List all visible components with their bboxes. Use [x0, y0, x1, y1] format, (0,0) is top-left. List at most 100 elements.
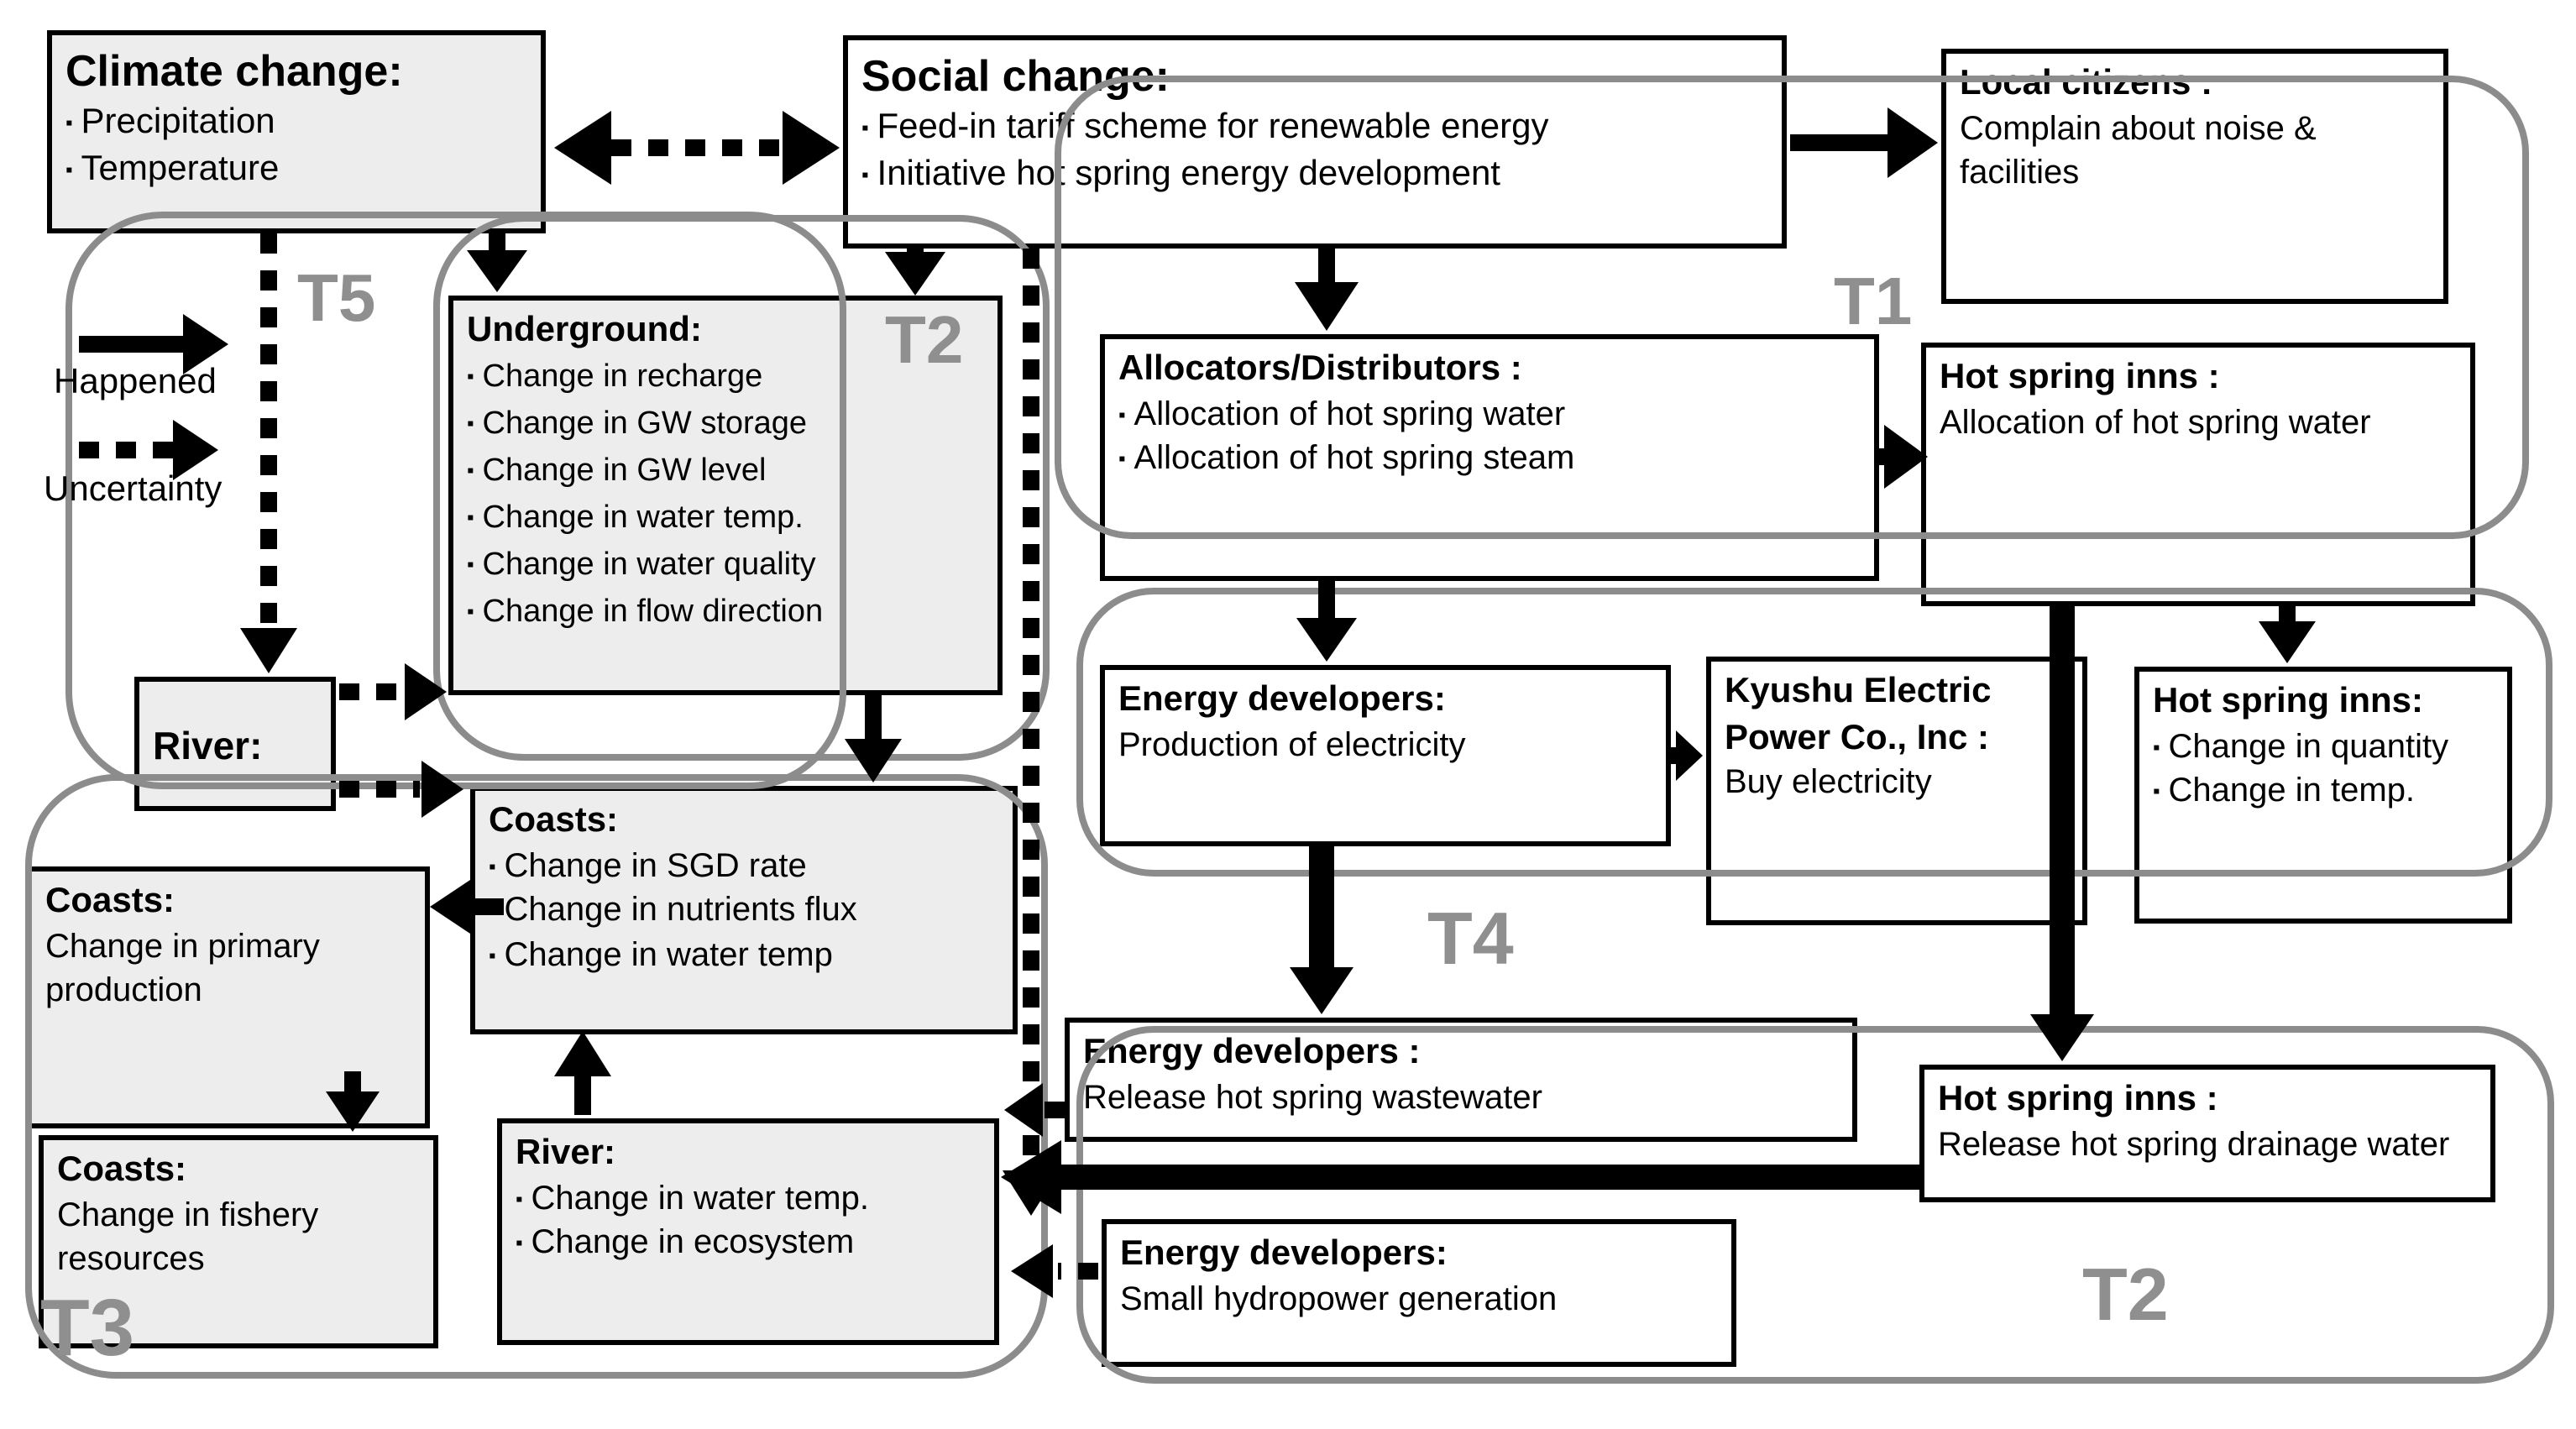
happened-arrow-production-kyushu	[1671, 730, 1703, 781]
happened-arrow-social-allocators	[1295, 249, 1359, 331]
node-line: Feed-in tariff scheme for renewable ener…	[861, 105, 1768, 151]
hot-spring-inns-drainage-box: Hot spring inns : Release hot spring dra…	[1919, 1065, 2495, 1202]
node-line: Small hydropower generation	[1120, 1280, 1558, 1318]
uncertainty-arrow-river-coasts	[339, 761, 463, 818]
energy-developers-production-box: Energy developers: Production of electri…	[1100, 665, 1671, 846]
node-title: Coasts:	[57, 1150, 187, 1189]
group-label-t2-top: T2	[885, 304, 964, 378]
legend-uncertainty-label: Uncertainty	[44, 470, 223, 509]
uncertainty-arrow-hydropower-river	[1011, 1244, 1098, 1298]
node-body: Allocation of hot spring water	[1940, 400, 2457, 445]
node-line: Allocation of hot spring water	[1118, 392, 1861, 437]
node-body: Small hydropower generation	[1120, 1277, 1718, 1322]
happened-arrow-social-underground	[885, 249, 945, 296]
node-line: Change in water temp	[489, 933, 999, 977]
hot-spring-inns-quantity-box: Hot spring inns: Change in quantityChang…	[2134, 667, 2512, 924]
node-bullets: PrecipitationTemperature	[65, 100, 527, 193]
coasts-sgd-box: Coasts: Change in SGD rateChange in nutr…	[470, 786, 1018, 1034]
node-line: Production of electricity	[1118, 726, 1466, 764]
uncertainty-arrow-wastewater-river	[1004, 1083, 1065, 1137]
node-line: Complain about noise & facilities	[1960, 110, 2317, 192]
node-line: Change in ecosystem	[516, 1221, 981, 1265]
coasts-fishery-resources-box: Coasts: Change in fishery resources	[39, 1135, 438, 1348]
node-bullets: Change in rechargeChange in GW storageCh…	[467, 353, 984, 636]
node-line: Change in water quality	[467, 542, 984, 589]
node-bullets: Feed-in tariff scheme for renewable ener…	[861, 105, 1768, 198]
node-body: Buy electricity	[1725, 762, 2069, 806]
node-line: Change in SGD rate	[489, 844, 999, 888]
node-body: Production of electricity	[1118, 723, 1652, 767]
node-line: Change in nutrients flux	[489, 888, 999, 933]
node-line: Buy electricity	[1725, 764, 1932, 802]
river-lower-box: River: Change in water temp.Change in ec…	[497, 1118, 999, 1345]
node-bullets: Change in quantityChange in temp.	[2153, 725, 2494, 814]
happened-arrow-social-citizens	[1790, 107, 1938, 178]
node-line: Release hot spring drainage water	[1938, 1126, 2450, 1164]
node-line: Change in GW level	[467, 448, 984, 495]
node-bullets: Change in water temp.Change in ecosystem	[516, 1176, 981, 1265]
node-title: Coasts:	[489, 801, 619, 840]
node-title: Energy developers:	[1120, 1234, 1448, 1273]
node-bullets: Allocation of hot spring waterAllocation…	[1118, 392, 1861, 481]
group-label-t4: T4	[1427, 898, 1514, 981]
node-title: Coasts:	[45, 882, 175, 920]
node-title: Hot spring inns:	[2153, 682, 2423, 720]
node-body: Release hot spring wastewater	[1083, 1076, 1839, 1120]
legend-happened-label: Happened	[54, 363, 217, 401]
node-line: Precipitation	[65, 100, 527, 146]
node-body: Change in fishery resources	[57, 1193, 420, 1282]
river-upper-box: River:	[134, 677, 336, 811]
group-label-t1: T1	[1834, 265, 1913, 339]
group-label-t3: T3	[40, 1285, 135, 1374]
node-body: Release hot spring drainage water	[1938, 1123, 2477, 1167]
uncertainty-arrow-inns-quantity	[2259, 606, 2316, 663]
hot-spring-inns-allocation-box: Hot spring inns : Allocation of hot spri…	[1921, 343, 2475, 606]
node-line: Temperature	[65, 146, 527, 192]
kyushu-electric-box: Kyushu Electric Power Co., Inc : Buy ele…	[1706, 657, 2087, 925]
uncertainty-arrow-climate-river	[240, 233, 297, 673]
node-title: Local citizens :	[1960, 64, 2213, 102]
group-label-t2-bottom: T2	[2082, 1254, 2169, 1337]
coasts-primary-production-box: Coasts: Change in primary production	[27, 866, 430, 1128]
node-body: Change in primary production	[45, 924, 411, 1013]
node-title: Allocators/Distributors :	[1118, 349, 1522, 388]
underground-box: Underground: Change in rechargeChange in…	[448, 296, 1003, 695]
node-title: Energy developers :	[1083, 1033, 1421, 1071]
node-title: Underground:	[467, 311, 702, 349]
group-label-t5: T5	[297, 262, 376, 336]
node-line: Change in recharge	[467, 353, 984, 400]
happened-arrow-allocators-production	[1296, 581, 1357, 662]
node-line: Change in quantity	[2153, 725, 2494, 769]
node-line: Change in primary production	[45, 928, 320, 1010]
node-title: Energy developers:	[1118, 680, 1446, 719]
node-line: Allocation of hot spring steam	[1118, 437, 1861, 481]
local-citizens-box: Local citizens : Complain about noise & …	[1941, 49, 2448, 304]
happened-arrow-production-wastewater	[1290, 846, 1353, 1014]
node-line: Change in temp.	[2153, 769, 2494, 814]
happened-arrow-drainage-river	[1001, 1140, 1919, 1214]
uncertainty-arrow-climate-social	[554, 111, 840, 185]
node-title: River:	[516, 1133, 616, 1172]
happened-arrow-riverbottom-coasts	[554, 1031, 611, 1115]
node-line: Change in fishery resources	[57, 1196, 319, 1279]
energy-developers-wastewater-box: Energy developers : Release hot spring w…	[1065, 1018, 1857, 1142]
uncertainty-arrow-social-hydropower	[1003, 249, 1060, 1216]
node-line: Change in water temp.	[516, 1176, 981, 1221]
node-body: Complain about noise & facilities	[1960, 107, 2430, 196]
node-title: Kyushu Electric Power Co., Inc :	[1725, 672, 1992, 757]
node-bullets: Change in SGD rateChange in nutrients fl…	[489, 844, 999, 976]
node-title: River:	[153, 723, 263, 767]
uncertainty-arrow-river-underground	[339, 663, 447, 720]
node-line: Change in flow direction	[467, 590, 984, 637]
allocators-distributors-box: Allocators/Distributors : Allocation of …	[1100, 334, 1879, 581]
node-line: Change in water temp.	[467, 495, 984, 542]
node-line: Initiative hot spring energy development	[861, 151, 1768, 197]
node-title: Hot spring inns :	[1938, 1080, 2218, 1118]
social-change-box: Social change: Feed-in tariff scheme for…	[843, 35, 1787, 249]
happened-arrow-climate-underground	[467, 233, 527, 292]
node-line: Allocation of hot spring water	[1940, 404, 2371, 442]
energy-developers-hydropower-box: Energy developers: Small hydropower gene…	[1102, 1219, 1736, 1367]
happened-arrow-underground-coasts	[845, 695, 902, 783]
node-title: Social change:	[861, 50, 1170, 101]
